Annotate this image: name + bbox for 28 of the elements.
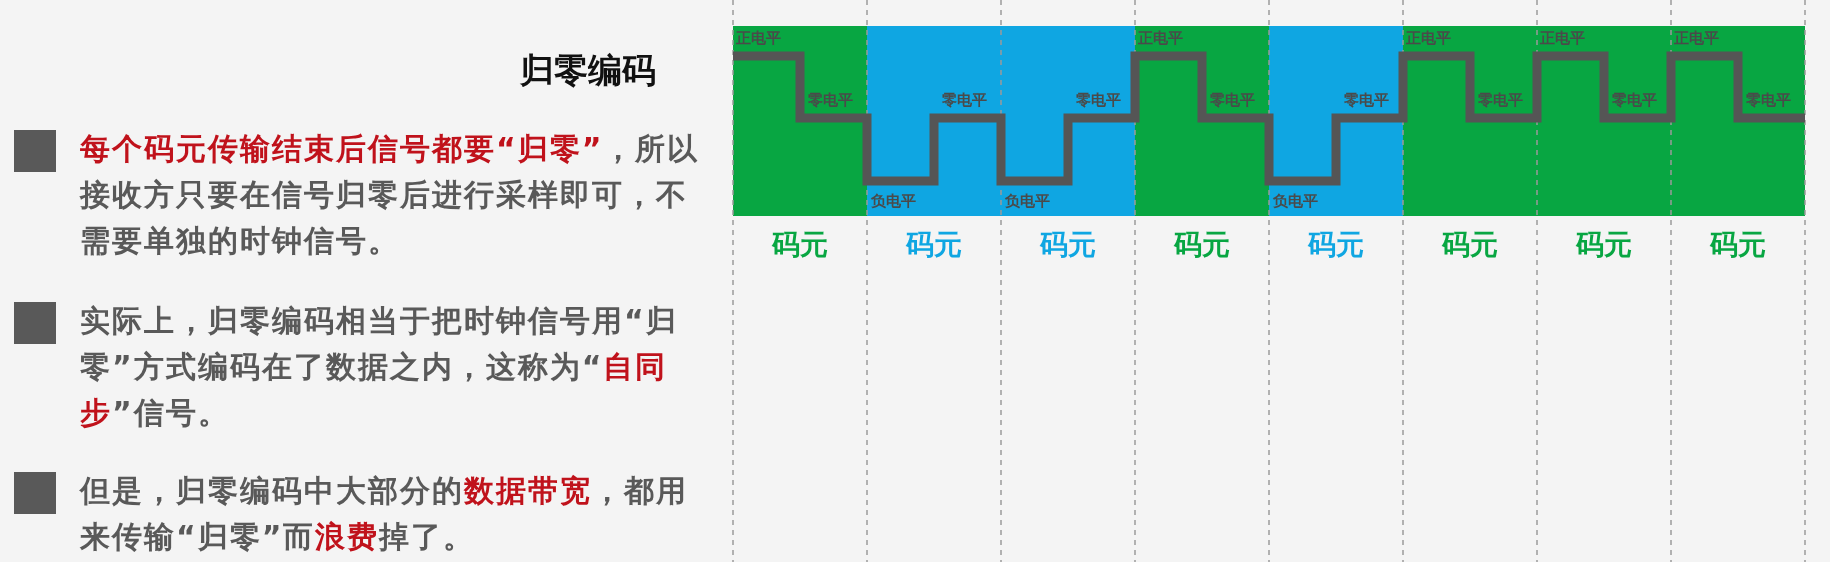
level-label: 零电平 bbox=[1210, 91, 1255, 109]
level-label: 负电平 bbox=[1273, 192, 1318, 210]
level-label: 零电平 bbox=[1612, 91, 1657, 109]
symbol-label: 码元 bbox=[1173, 228, 1231, 262]
level-label: 正电平 bbox=[1540, 29, 1585, 47]
symbol-label: 码元 bbox=[1709, 228, 1767, 262]
bullet-paragraph: 每个码元传输结束后信号都要“归零”，所以接收方只要在信号归零后进行采样即可，不需要单独的时钟信号。 bbox=[80, 130, 700, 260]
symbol-label: 码元 bbox=[905, 228, 963, 262]
symbol-label: 码元 bbox=[1575, 228, 1633, 262]
level-label: 正电平 bbox=[1138, 29, 1183, 47]
bullet-paragraph: 实际上，归零编码相当于把时钟信号用“归零”方式编码在了数据之内，这称为“自同步”信号。 bbox=[80, 302, 679, 432]
level-label: 正电平 bbox=[736, 29, 781, 47]
level-label: 负电平 bbox=[1005, 192, 1050, 210]
symbol-label: 码元 bbox=[1441, 228, 1499, 262]
level-label: 正电平 bbox=[1674, 29, 1719, 47]
symbol-label: 码元 bbox=[1039, 228, 1097, 262]
level-label: 零电平 bbox=[942, 91, 987, 109]
symbol-label: 码元 bbox=[1307, 228, 1365, 262]
level-label: 零电平 bbox=[1478, 91, 1523, 109]
level-label: 零电平 bbox=[808, 91, 853, 109]
level-label: 零电平 bbox=[1344, 91, 1389, 109]
level-label: 零电平 bbox=[1746, 91, 1791, 109]
level-label: 正电平 bbox=[1406, 29, 1451, 47]
level-label: 负电平 bbox=[871, 192, 916, 210]
symbol-label: 码元 bbox=[771, 228, 829, 262]
bullet-paragraph: 但是，归零编码中大部分的数据带宽，都用来传输“归零”而浪费掉了。 bbox=[80, 472, 689, 556]
heading: 归零编码 bbox=[520, 49, 656, 92]
level-label: 零电平 bbox=[1076, 91, 1121, 109]
